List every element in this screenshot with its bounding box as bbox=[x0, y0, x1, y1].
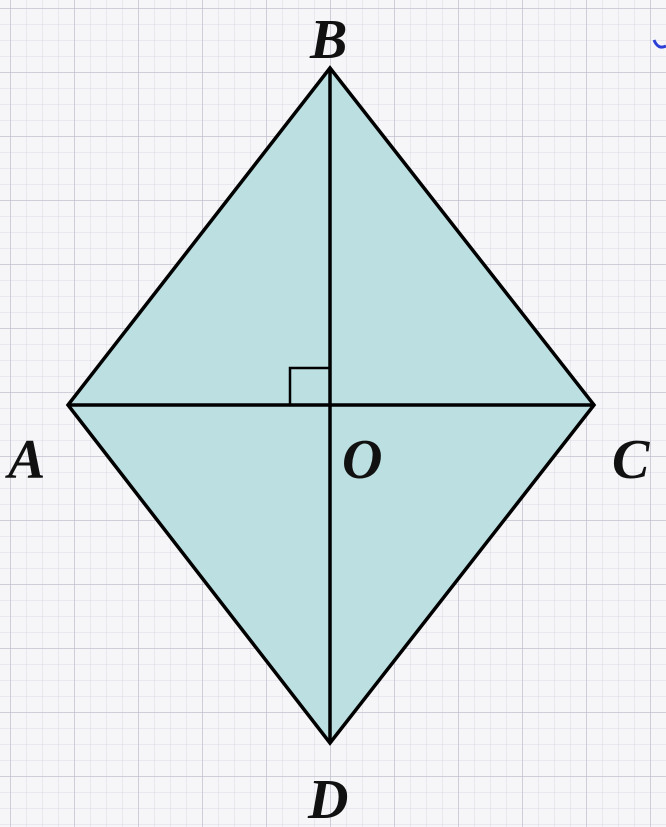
label-c: C bbox=[612, 429, 650, 491]
right-angle-mark bbox=[288, 366, 330, 405]
label-o: O bbox=[342, 429, 382, 491]
label-a: A bbox=[5, 429, 45, 491]
pen-mark bbox=[652, 39, 666, 49]
label-d: D bbox=[307, 769, 348, 827]
label-b: B bbox=[309, 9, 347, 71]
